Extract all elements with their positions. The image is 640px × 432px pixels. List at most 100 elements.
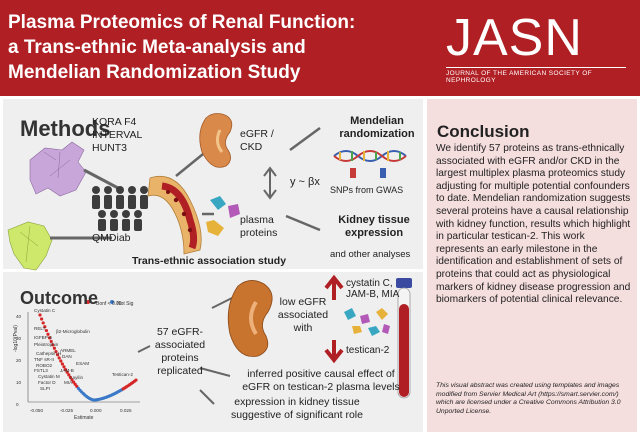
- volcano-label: FSTL3: [34, 368, 48, 373]
- volcano-label: DAN: [62, 354, 72, 359]
- volcano-label: Cystatin C: [34, 308, 56, 313]
- volcano-ytick: 30: [16, 336, 22, 341]
- legend-ns-dot: [110, 300, 114, 304]
- volcano-label: IGFBP-6: [34, 335, 52, 340]
- egfr-line-2: CKD: [240, 141, 263, 153]
- egfr-label: eGFR / CKD: [240, 128, 274, 154]
- volcano-point: [60, 362, 64, 366]
- volcano-ytick: 20: [16, 358, 22, 363]
- europe-map-icon: [29, 141, 87, 197]
- causal-line-1: inferred positive causal effect of: [247, 368, 395, 380]
- volcano-point: [68, 375, 72, 379]
- volcano-xtick: 0.025: [120, 408, 132, 413]
- volcano-plot: Cystatin CRELTβ2-MicroglobulinIGFBP-6Ple…: [27, 300, 140, 403]
- volcano-point: [43, 325, 47, 329]
- title-line-1: Plasma Proteomics of Renal Function:: [8, 12, 356, 33]
- volcano-point: [40, 317, 44, 321]
- causal-effect-text: inferred positive causal effect of eGFR …: [236, 368, 406, 394]
- mr-line-2: randomization: [339, 128, 415, 140]
- arrow-to-mr: [289, 126, 321, 152]
- plasma-line-2: proteins: [240, 227, 278, 239]
- volcano-label: Factor D: [38, 380, 56, 385]
- mr-line-1: Mendelian: [350, 115, 404, 127]
- legend-ns: Not Sig: [117, 301, 134, 307]
- volcano-label: ARMEL: [60, 348, 76, 353]
- legend-sig: Bonf < 0.05: [96, 301, 122, 307]
- volcano-point: [44, 328, 49, 333]
- low-egfr-line-2: associated: [277, 309, 329, 321]
- up-proteins-line-1: cystatin C,: [346, 278, 393, 289]
- volcano-label: β2-Microglobulin: [56, 329, 90, 334]
- volcano-point: [38, 313, 42, 317]
- volcano-point: [41, 321, 45, 325]
- volcano-label: ESAM: [76, 361, 89, 366]
- down-protein-text: testican-2: [346, 345, 390, 356]
- dna-icon: [333, 150, 407, 162]
- volcano-point: [52, 346, 57, 350]
- arrow-to-kidney: [175, 149, 209, 177]
- down-arrow-icon: [324, 340, 344, 364]
- journal-logo: JASN: [446, 9, 583, 67]
- qatar-map-icon: [7, 221, 53, 271]
- proteins-line-3: proteins: [161, 352, 199, 364]
- license-note: This visual abstract was created using t…: [436, 382, 621, 415]
- volcano-xlabel: Estimate: [74, 415, 94, 421]
- arrow-to-kidney-large: [211, 297, 233, 309]
- volcano-xtick: 0.000: [90, 408, 102, 413]
- cohort-interval: INTERVAL: [92, 129, 143, 141]
- journal-subtitle: JOURNAL OF THE AMERICAN SOCIETY OF NEPHR…: [446, 70, 593, 84]
- volcano-point: [62, 365, 66, 369]
- other-analyses: and other analyses: [330, 249, 411, 260]
- protein-cluster-icon: [344, 308, 390, 336]
- volcano-label: Layilin: [70, 375, 83, 380]
- volcano-label: JAM-B: [60, 368, 74, 373]
- plasma-line-1: plasma: [240, 214, 274, 226]
- volcano-point: [134, 378, 138, 382]
- association-arrow: [263, 166, 277, 200]
- volcano-xtick: -0.050: [30, 408, 44, 413]
- tissue-expr-line-1: expression in kidney tissue: [234, 396, 360, 408]
- egfr-line-1: eGFR /: [240, 128, 274, 140]
- volcano-point: [57, 356, 61, 360]
- volcano-label: Cystatin M: [38, 374, 60, 379]
- arrow-to-tissue-expression: [199, 389, 215, 405]
- snps-label: SNPs from GWAS: [330, 185, 404, 195]
- conclusion-panel: [427, 99, 637, 432]
- tissue-line-2: expression: [344, 227, 404, 239]
- volcano-point: [56, 353, 60, 357]
- cohort-list: KORA F4 INTERVAL HUNT3: [92, 116, 142, 155]
- tissue-title: Kidney tissue expression: [328, 214, 420, 240]
- cohort-qmdiab: QMDiab: [92, 232, 131, 244]
- tissue-expression-text: expression in kidney tissue suggestive o…: [222, 396, 372, 422]
- volcano-point: [49, 339, 53, 344]
- outcome-heading: Outcome: [20, 288, 99, 308]
- arrow-to-tissue: [285, 214, 321, 232]
- conclusion-body: We identify 57 proteins as trans-ethnica…: [436, 143, 631, 306]
- snp-markers-icon: [350, 168, 386, 178]
- journal-divider: [446, 67, 626, 68]
- volcano-point: [48, 336, 52, 340]
- methods-heading: Methods: [20, 116, 111, 141]
- kidney-icon: [199, 113, 233, 168]
- tissue-expr-line-2: suggestive of significant role: [231, 409, 363, 421]
- plasma-label: plasma proteins: [240, 214, 277, 240]
- volcano-point: [64, 368, 68, 372]
- volcano-label: ROBO2: [36, 363, 53, 368]
- arrow-to-proteins-text: [137, 345, 151, 353]
- volcano-point: [72, 380, 76, 384]
- up-arrow-icon: [324, 274, 344, 300]
- proteins-line-1: 57 eGFR-: [156, 326, 204, 338]
- volcano-label: RELT: [34, 326, 46, 331]
- volcano-point: [59, 359, 63, 363]
- plasma-proteins-icon: [206, 196, 240, 236]
- title-line-3: Mendelian Randomization Study: [8, 62, 301, 83]
- arrow-to-causal: [199, 367, 231, 377]
- title-line-2: a Trans-ethnic Meta-analysis and: [8, 37, 306, 58]
- low-egfr-line-3: with: [293, 322, 313, 334]
- outcome-panel: [3, 272, 423, 432]
- volcano-point: [51, 343, 55, 347]
- tissue-line-1: Kidney tissue: [338, 214, 410, 226]
- volcano-ytick: 10: [16, 380, 22, 385]
- proteins-line-4: replicated: [157, 365, 203, 377]
- study-label: Trans-ethnic association study: [132, 255, 287, 267]
